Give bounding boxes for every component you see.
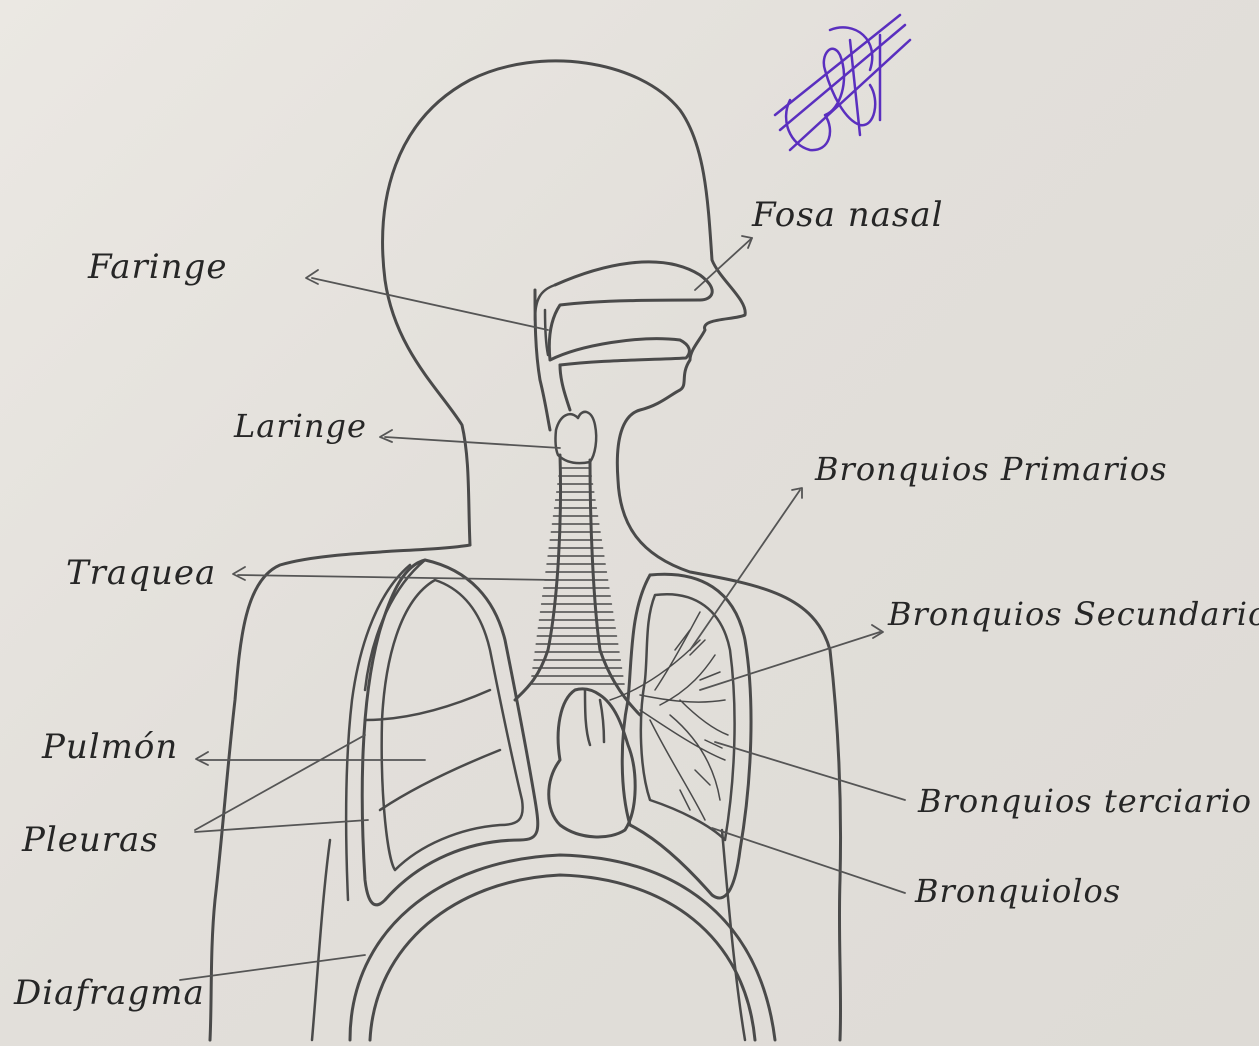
right-arm-outline [830, 650, 841, 1040]
right-torso-line [722, 830, 745, 1040]
leader-bronquios-terciarios [715, 742, 905, 800]
bronchial-tree [610, 612, 728, 820]
leader-pleuras-2 [195, 820, 368, 832]
trachea-rings [531, 468, 624, 684]
trachea-left-wall [515, 455, 561, 700]
leader-faringe [312, 278, 548, 330]
nasal-cavity [549, 262, 712, 365]
label-bronquios-secundarios: Bronquios Secundario [888, 598, 1259, 630]
leader-diafragma [180, 955, 365, 980]
left-rib-lines [346, 560, 425, 900]
label-pleuras: Pleuras [22, 823, 159, 857]
label-bronquios-primarios: Bronquios Primarios [815, 453, 1168, 485]
leader-bronquiolos [712, 828, 905, 893]
label-laringe: Laringe [234, 410, 367, 442]
left-lung-fissure [365, 690, 500, 810]
diaphragm-inner [370, 875, 755, 1040]
signature-mark [775, 15, 910, 150]
head-outline [383, 61, 830, 650]
leader-laringe [385, 437, 560, 448]
label-fosa-nasal: Fosa nasal [752, 198, 944, 232]
leader-pleuras-1 [195, 735, 365, 830]
leader-lines [180, 236, 905, 980]
left-shoulder-outline [210, 545, 470, 1040]
heart-vessels [585, 690, 604, 745]
right-lung-inner-pleura [641, 594, 735, 840]
left-torso-line [312, 840, 330, 1040]
label-pulmon: Pulmón [42, 730, 178, 764]
left-lung-inner-pleura [382, 580, 523, 870]
leader-fosa-nasal [695, 238, 752, 290]
label-diafragma: Diafragma [14, 976, 205, 1010]
leader-bronquios-primarios [690, 490, 800, 650]
label-faringe: Faringe [88, 250, 227, 284]
label-bronquios-terciarios: Bronquios terciario [918, 785, 1252, 817]
larynx [555, 412, 596, 463]
diaphragm [350, 855, 775, 1040]
label-traquea: Traquea [66, 556, 216, 590]
label-bronquiolos: Bronquiolos [915, 875, 1121, 907]
